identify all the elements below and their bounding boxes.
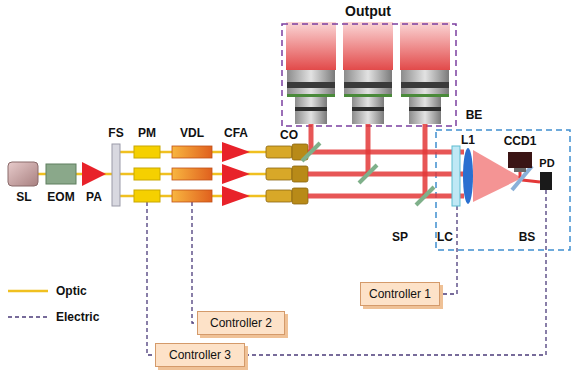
beam-expander — [409, 107, 441, 111]
legend-text: Electric — [56, 310, 99, 324]
laser-beam — [308, 150, 464, 155]
electric-wire — [245, 190, 546, 355]
sampling-plate — [359, 165, 377, 183]
beam-expander — [287, 70, 335, 96]
controller-box: Controller 2 — [197, 311, 285, 335]
electric-wire — [147, 202, 155, 355]
part-label: PD — [539, 157, 554, 169]
collimator — [292, 188, 308, 204]
beam-splitter — [512, 166, 532, 190]
collimator — [266, 190, 292, 202]
part-label: CFA — [224, 127, 248, 140]
part-label: CO — [280, 129, 298, 142]
collimator — [266, 146, 292, 158]
beam-expander — [401, 82, 449, 88]
legend-sample — [8, 316, 48, 317]
collimator — [266, 144, 308, 204]
laser-beam — [522, 180, 540, 182]
electric-wire — [440, 206, 457, 294]
part-label: BS — [519, 231, 536, 244]
beam-expander — [295, 97, 327, 124]
electric-wire — [147, 190, 546, 355]
beam-expander — [401, 70, 449, 96]
output-beams — [400, 22, 450, 70]
controller-label: Controller 3 — [169, 348, 231, 362]
phase-modulator — [134, 168, 160, 180]
part-label: SL — [16, 191, 31, 204]
laser-beam — [366, 124, 371, 174]
legend-entry: Optic — [56, 284, 87, 298]
part-label: VDL — [180, 127, 204, 140]
collimator — [292, 166, 308, 182]
laser-beam — [308, 194, 464, 199]
part-label: BE — [466, 109, 483, 122]
fiber-amplifier — [222, 142, 250, 206]
camera — [514, 168, 526, 172]
delay-line — [172, 168, 212, 180]
part-label: SP — [392, 231, 408, 244]
part-label: L1 — [461, 134, 475, 147]
sampling-plate — [302, 143, 320, 161]
output-beams — [286, 22, 450, 70]
camera — [508, 152, 532, 168]
laser-beam — [423, 124, 428, 196]
controller-label: Controller 2 — [210, 316, 272, 330]
fiber — [38, 152, 268, 196]
lens — [463, 148, 473, 204]
legend-entry: Electric — [56, 310, 99, 324]
output-beams — [343, 22, 393, 70]
part-label: FS — [108, 127, 123, 140]
controller-box: Controller 3 — [155, 343, 245, 367]
sampling-plate — [302, 143, 434, 205]
phase-modulator — [134, 146, 160, 158]
beam-expander — [287, 82, 335, 88]
laser-beam — [308, 172, 464, 177]
controller-label: Controller 1 — [369, 287, 431, 301]
beam-expander — [409, 97, 441, 124]
output-title: Output — [345, 4, 391, 19]
legend-sample — [8, 290, 48, 293]
seed-laser — [8, 162, 38, 186]
preamplifier — [82, 162, 106, 186]
camera — [508, 152, 532, 172]
beam-expander — [352, 107, 384, 111]
delay-line — [172, 146, 212, 158]
liquid-crystal — [452, 146, 460, 206]
beam-expander — [352, 97, 384, 124]
part-label: CCD1 — [504, 135, 537, 148]
electric-wire — [192, 202, 197, 323]
part-label: EOM — [47, 191, 74, 204]
laser-beam — [308, 124, 464, 196]
fiber-amplifier — [222, 164, 250, 184]
fiber-splitter — [112, 144, 120, 206]
delay-line — [172, 146, 212, 202]
beam-expander — [344, 70, 392, 96]
monitor-group-box — [436, 130, 570, 250]
beam-expander — [287, 94, 335, 97]
beam-expander — [344, 82, 392, 88]
phase-modulator — [134, 146, 160, 202]
part-label: PA — [86, 191, 102, 204]
beam-expander — [287, 70, 449, 124]
delay-line — [172, 190, 212, 202]
sampling-plate — [416, 187, 434, 205]
beam-expander — [344, 94, 392, 97]
collimator — [266, 168, 292, 180]
beam-expander — [401, 94, 449, 97]
fiber-amplifier — [222, 186, 250, 206]
beam-expander — [295, 107, 327, 111]
phase-modulator — [134, 190, 160, 202]
modulator — [46, 164, 76, 184]
part-label: PM — [138, 127, 156, 140]
photodetector — [540, 172, 552, 190]
output-beams — [286, 22, 336, 70]
controller-box: Controller 1 — [360, 282, 440, 306]
legend-text: Optic — [56, 284, 87, 298]
expander-group-box — [282, 24, 456, 126]
fiber-amplifier — [222, 142, 250, 162]
part-label: LC — [437, 231, 453, 244]
